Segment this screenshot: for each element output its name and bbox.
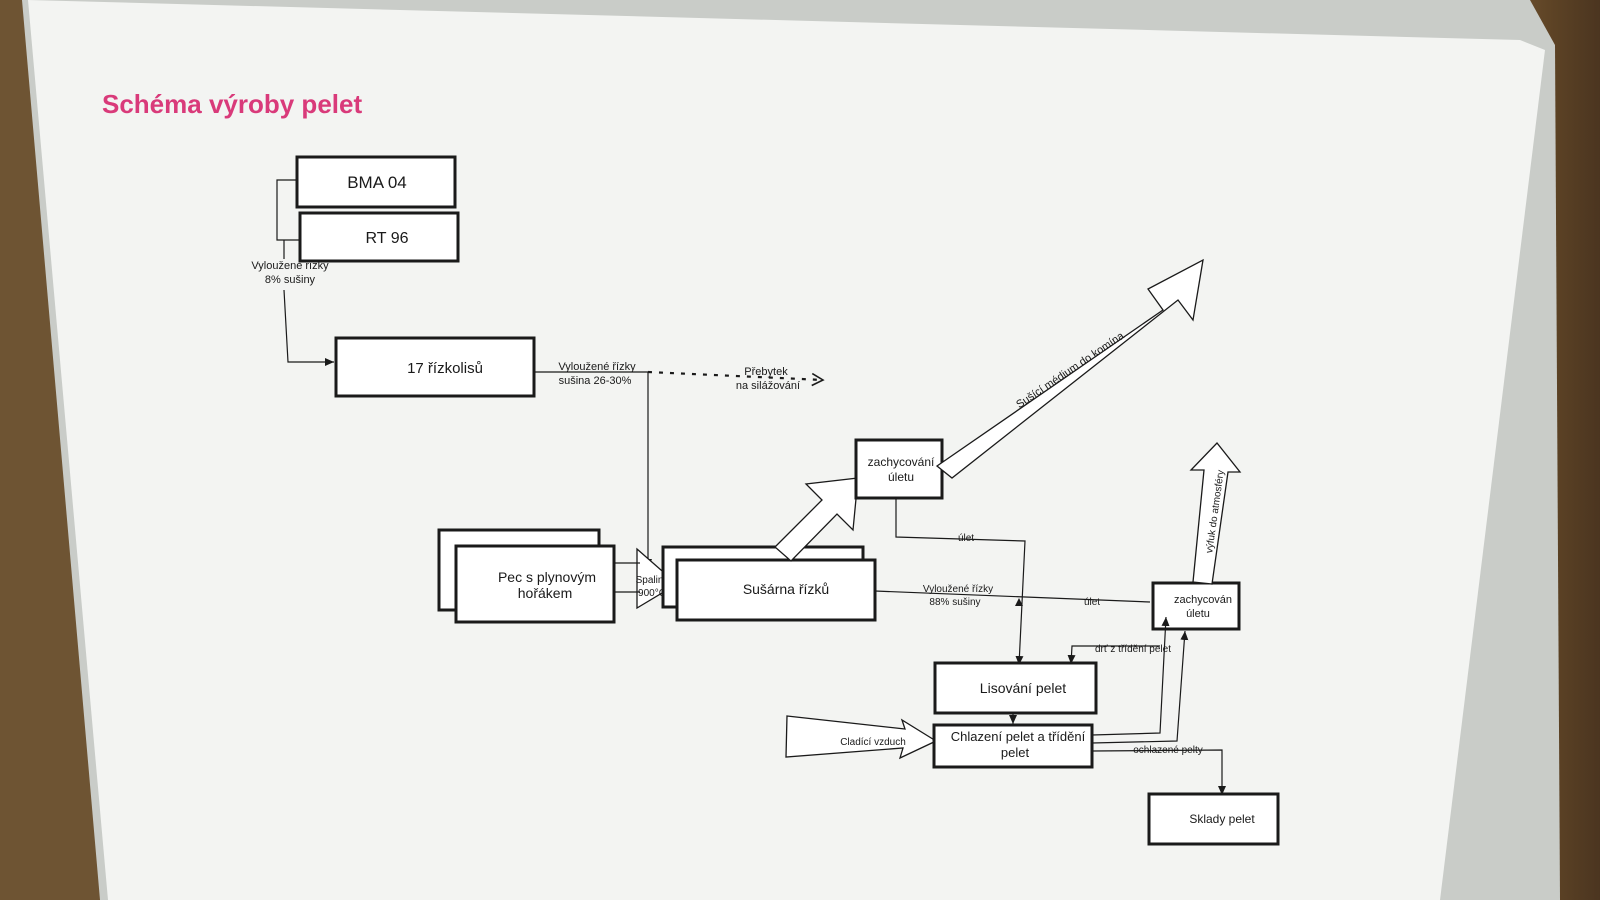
label-ochlazene: ochlazené pelty [1133, 745, 1203, 756]
flow-arrow-ochlazene [1091, 749, 1226, 795]
hollow-arrow-to-zachycovani [774, 477, 859, 562]
diagram-title: Schéma výroby pelet [102, 89, 362, 119]
box-pec-label-2: hořákem [518, 585, 572, 601]
label-cladici-vzduch: Cladící vzduch [840, 737, 906, 748]
label-vylouzene-26-sub: sušina 26-30% [559, 375, 632, 387]
label-spaliny: Spaliny [636, 575, 669, 586]
hollow-arrow-cladici-vzduch [785, 715, 938, 760]
box-chlazeni [932, 723, 1094, 769]
box-pec-label: Pec s plynovým [498, 569, 596, 585]
junction-arrow [1015, 598, 1023, 606]
box-rizkolisy [334, 336, 536, 398]
flow-arrow-chlazeni-to-zachyc-2 [1091, 630, 1189, 744]
box-susarna [675, 558, 877, 622]
label-vylouzene-88-sub: 88% sušiny [929, 597, 980, 608]
box-susarna-label: Sušárna řízků [743, 581, 829, 597]
label-prebytek-sub: na silážování [736, 380, 800, 392]
label-drt: drť z třídění pelet [1095, 644, 1171, 655]
label-vylouzene-26: Vyloužené řízky [558, 361, 636, 373]
spaliny-arrow [636, 547, 679, 610]
box-zachycovani-1 [854, 438, 944, 500]
box-lisovani [933, 661, 1098, 715]
flow-arrow-ulet-1 [895, 498, 1026, 666]
box-rt96 [298, 211, 460, 263]
flow-arrow-chlazeni-to-zachyc [1091, 616, 1170, 736]
label-vylouzene-88: Vyloužené řízky [923, 584, 993, 595]
label-prebytek: Přebytek [744, 366, 788, 378]
box-rt96-label: RT 96 [366, 230, 409, 247]
box-rizkolisy-label: 17 řízkolisů [407, 360, 483, 377]
label-ulet-1: úlet [958, 533, 974, 544]
hollow-arrow-to-atmosphere [1189, 442, 1242, 585]
box-zachycovani-2 [1151, 581, 1241, 631]
source-bracket [276, 179, 300, 241]
box-pec [454, 544, 616, 624]
box-zachycovani-1-label: zachycování [868, 455, 935, 469]
box-chlazeni-label: Chlazení pelet a třídění [951, 729, 1086, 744]
box-bma04-label: BMA 04 [347, 173, 407, 192]
box-sklady [1147, 792, 1280, 846]
flow-arrow-drt [1067, 645, 1160, 665]
box-zachycovani-2-label: zachycován [1174, 594, 1232, 606]
label-vylouzene-8: Vyloužené řízky [251, 260, 329, 272]
box-zachycovani-2-label-2: úletu [1186, 608, 1210, 620]
box-sklady-label: Sklady pelet [1189, 812, 1255, 826]
label-vylouzene-8-sub: 8% sušiny [265, 274, 316, 286]
box-zachycovani-1-label-2: úletu [888, 470, 914, 484]
poster-sheet [28, 0, 1545, 900]
box-bma04 [295, 155, 457, 209]
flow-arrow-prebytek [647, 370, 825, 387]
flow-arrow-to-rizkolisy [283, 289, 334, 366]
box-chlazeni-label-2: pelet [1001, 745, 1030, 760]
label-spaliny-temp: 900°C [638, 588, 666, 599]
flow-line-88 [874, 590, 1151, 603]
label-ulet-2: úlet [1084, 597, 1100, 608]
hollow-arrow-to-chimney [935, 258, 1204, 479]
box-lisovani-label: Lisování pelet [980, 680, 1067, 696]
